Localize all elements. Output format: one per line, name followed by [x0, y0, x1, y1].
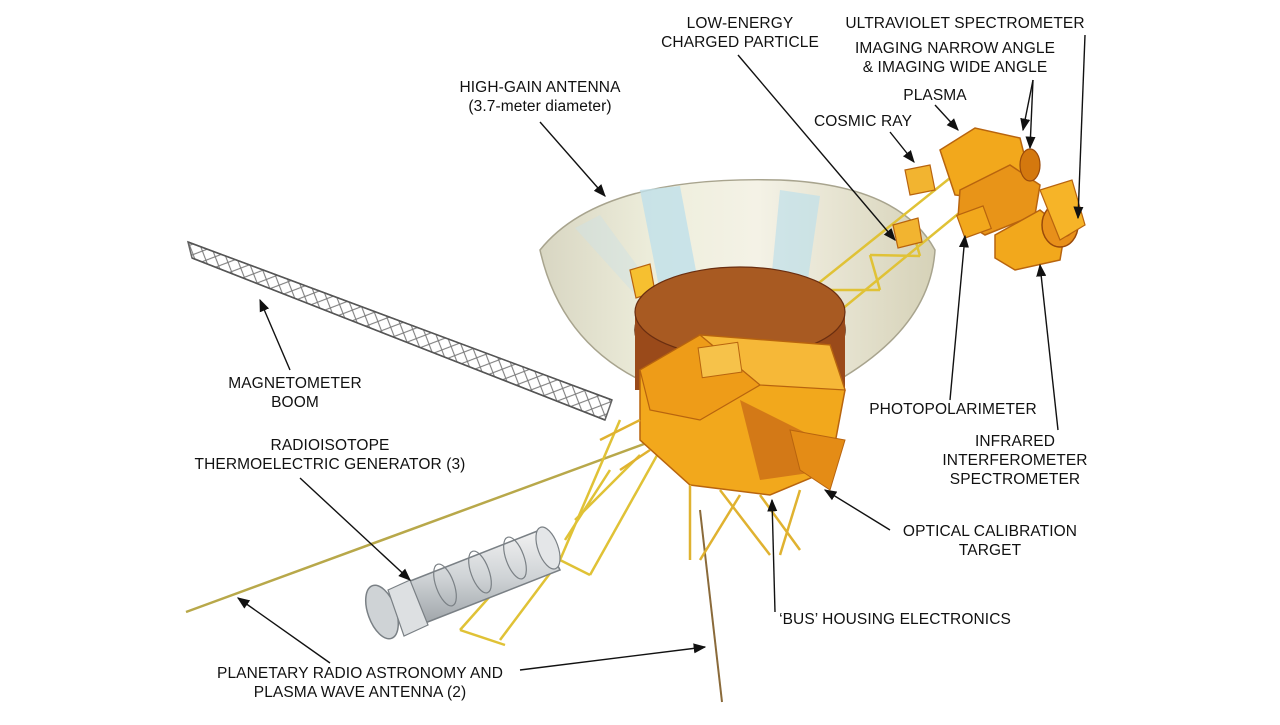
leader-lines [236, 34, 1086, 671]
label-high-gain-antenna: HIGH-GAIN ANTENNA(3.7-meter diameter) [459, 79, 621, 115]
label-imaging: IMAGING NARROW ANGLE& IMAGING WIDE ANGLE [854, 40, 1056, 76]
magnetometer-boom [186, 240, 613, 421]
radio-antennas [185, 438, 723, 703]
label-cosmic-ray: COSMIC RAY [813, 113, 913, 130]
spacecraft-bus [634, 266, 846, 496]
rtg-canisters [364, 526, 562, 640]
bus-struts [599, 418, 802, 561]
label-bus-housing-electronics: ‘BUS’ HOUSING ELECTRONICS [779, 611, 1011, 628]
label-plasma: PLASMA [903, 87, 967, 104]
rtg-boom [459, 419, 662, 647]
scan-platform [629, 127, 1086, 299]
label-ultraviolet-spectrometer: ULTRAVIOLET SPECTROMETER [845, 15, 1085, 32]
label-photopolarimeter: PHOTOPOLARIMETER [869, 401, 1037, 418]
